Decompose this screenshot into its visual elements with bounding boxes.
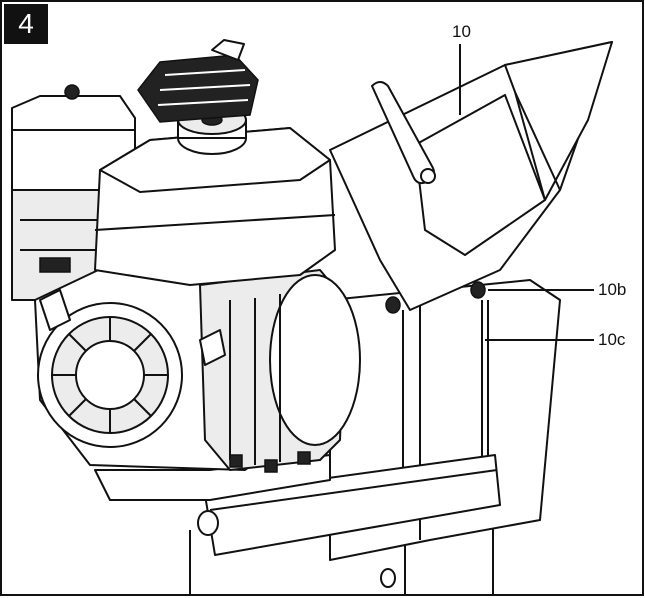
beam-bolt xyxy=(197,510,219,536)
callout-bolt: 10b xyxy=(598,280,627,299)
hopper-side-panel xyxy=(414,94,546,256)
handle-bolt xyxy=(420,168,436,184)
starter-grip xyxy=(39,289,71,331)
engine-bolt-1 xyxy=(229,454,243,468)
hopper-edge xyxy=(514,91,561,191)
exhaust-pipe xyxy=(211,39,245,61)
starter-vents xyxy=(52,317,168,433)
figure-number-badge: 4 xyxy=(4,4,48,44)
starter-hub xyxy=(75,340,145,410)
cylinder-cover xyxy=(269,274,361,446)
carb-lever xyxy=(39,257,71,273)
choke-lever xyxy=(199,329,226,366)
bolt-right xyxy=(470,281,486,299)
air-filter-knob xyxy=(64,84,80,100)
fuel-tank-top xyxy=(99,127,331,193)
engine-bolt-3 xyxy=(297,451,311,465)
callout-rod: 10c xyxy=(598,330,626,349)
engine-bolt-2 xyxy=(264,459,278,473)
hopper-flap xyxy=(504,41,613,201)
bolt-left xyxy=(385,296,401,314)
fuel-tank-seam xyxy=(94,214,336,231)
engine-detail xyxy=(229,294,281,465)
housing-knob xyxy=(380,568,396,588)
cross-beam-edge xyxy=(209,469,498,511)
callout-hopper: 10 xyxy=(452,22,471,41)
muffler-grille xyxy=(157,69,251,106)
